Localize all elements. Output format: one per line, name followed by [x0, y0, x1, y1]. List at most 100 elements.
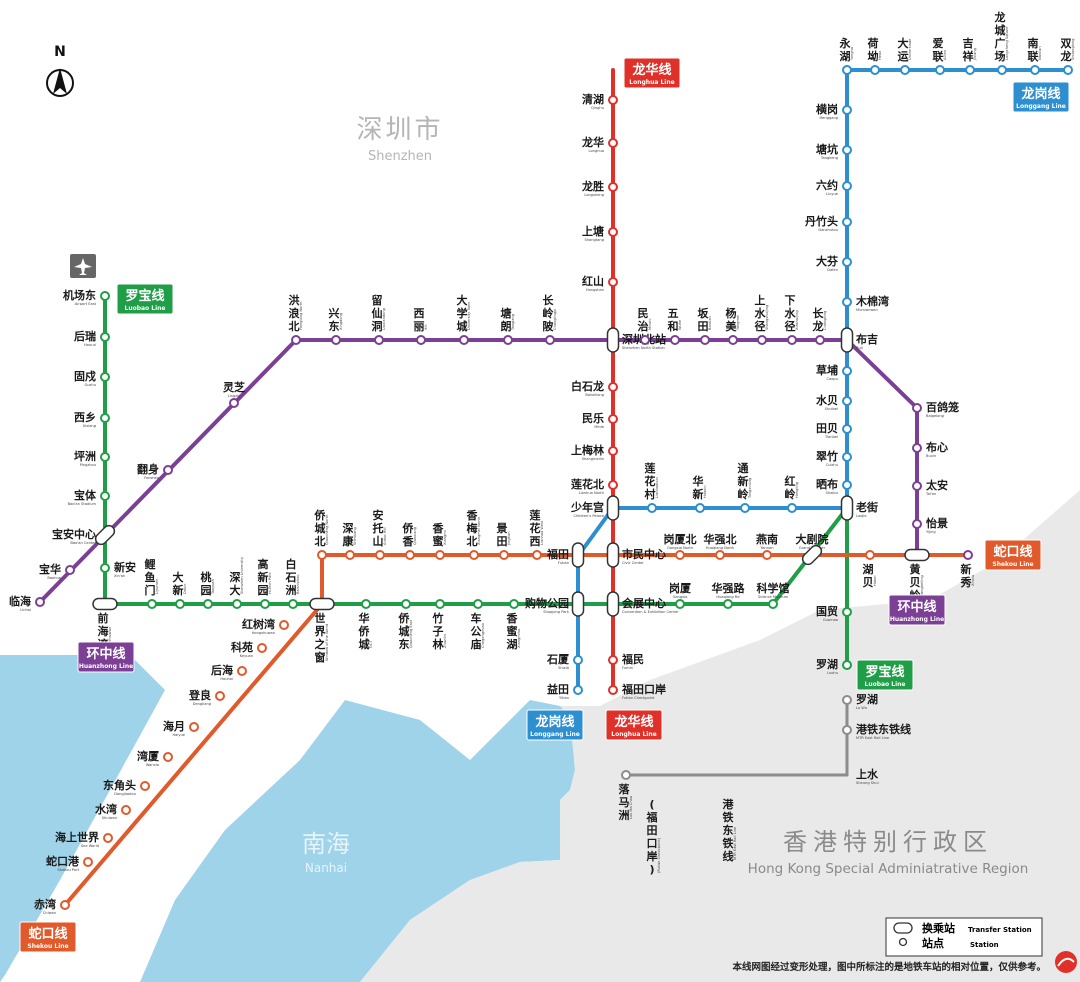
- station-name-en: Xinxiu: [971, 575, 975, 586]
- station-dot: [965, 65, 975, 75]
- station-name-zh: 宝安中心: [52, 527, 96, 541]
- station-name-zh: 翻身: [137, 462, 159, 476]
- station-dot: [232, 599, 242, 609]
- station-name-en: Airport East: [75, 302, 97, 306]
- station-name-zh: 莲花村: [645, 461, 656, 501]
- station-name-en: Fanshen: [144, 476, 159, 480]
- legend-station-en: Station: [970, 941, 999, 949]
- station-name-zh: 大芬: [816, 254, 839, 268]
- station-name-zh: 湾厦: [137, 749, 160, 763]
- station-name-zh: 登良: [188, 688, 211, 702]
- station-dot: [100, 452, 110, 462]
- line-badge-name-en: Shekou Line: [992, 561, 1033, 568]
- station-dot: [935, 65, 945, 75]
- map-legend: 换乘站 Transfer Station 站点 Station: [885, 917, 1043, 957]
- station-name-en: Chiwan: [43, 911, 56, 915]
- station-dot: [100, 332, 110, 342]
- station-name-en: Dongjiaotou: [114, 792, 136, 796]
- station-name-zh: 海上世界: [55, 830, 99, 844]
- station-name-en: Liyumen: [155, 579, 159, 594]
- station-name-zh: 大剧院: [796, 532, 829, 546]
- station-name-zh: 世界之窗: [315, 611, 326, 664]
- station-dot: [608, 182, 618, 192]
- sea-name-zh: 南海: [302, 830, 350, 858]
- station-name-en: Xingdong: [339, 313, 343, 330]
- station-name-en: Window of the World: [325, 624, 329, 661]
- station-name-en: Hongling: [795, 482, 799, 498]
- station-name-en: Wuhe: [678, 319, 682, 330]
- station-dot: [608, 480, 618, 490]
- station-dot: [608, 685, 618, 695]
- transfer-station-marker: [94, 524, 116, 546]
- station-dot: [405, 550, 415, 560]
- station-name-en: Lok Ma Chau: [629, 796, 633, 819]
- line-luobao: [103, 294, 849, 667]
- station-name-zh: 布心: [926, 440, 948, 454]
- station-name-zh: 后海: [211, 663, 233, 677]
- line-badge-name-en: Longhua Line: [611, 731, 656, 738]
- station-name-zh: 福田口岸: [621, 682, 666, 696]
- station-name-zh: 长龙: [812, 306, 825, 333]
- station-dot: [100, 413, 110, 423]
- transfer-stations: [92, 327, 930, 617]
- station-name-zh: 深大: [230, 570, 241, 597]
- transfer-station-marker: [571, 591, 585, 617]
- legend-transfer-zh: 换乘站: [922, 921, 955, 935]
- station-name-en: Shangshuijing: [765, 305, 769, 330]
- transfer-station-marker: [840, 495, 854, 521]
- station-name-en: Civic Center: [622, 561, 644, 565]
- station-name-zh: 爱联: [933, 37, 944, 63]
- transfer-station-marker: [606, 495, 620, 521]
- station-name-zh: 灵芝: [223, 380, 245, 394]
- station-name-zh: 红树湾: [242, 617, 275, 631]
- station-name-zh: 红山: [582, 274, 604, 288]
- station-name-en: University Town: [467, 302, 471, 330]
- station-dot: [842, 695, 852, 705]
- compass-label: N: [54, 44, 66, 60]
- station-dot: [499, 550, 509, 560]
- station-name-zh: 横岗: [816, 102, 838, 116]
- station-name-zh: 塘坑: [816, 142, 838, 156]
- metro-logo-icon: [1055, 951, 1077, 973]
- station-name-zh: 长岭陂: [543, 293, 555, 333]
- station-name-en: Bao'an Stadium: [68, 502, 97, 506]
- station-dot: [608, 227, 618, 237]
- station-dot: [842, 424, 852, 434]
- station-dot: [912, 443, 922, 453]
- station-dot: [121, 805, 131, 815]
- station-dot: [608, 95, 618, 105]
- station-name-en: Heao: [878, 51, 882, 60]
- station-name-zh: 湖贝: [863, 562, 874, 589]
- station-dot: [35, 597, 45, 607]
- station-name-en: Bao'an Center: [70, 541, 96, 545]
- station-dot: [279, 620, 289, 630]
- station-name-zh: 大学城: [457, 293, 468, 333]
